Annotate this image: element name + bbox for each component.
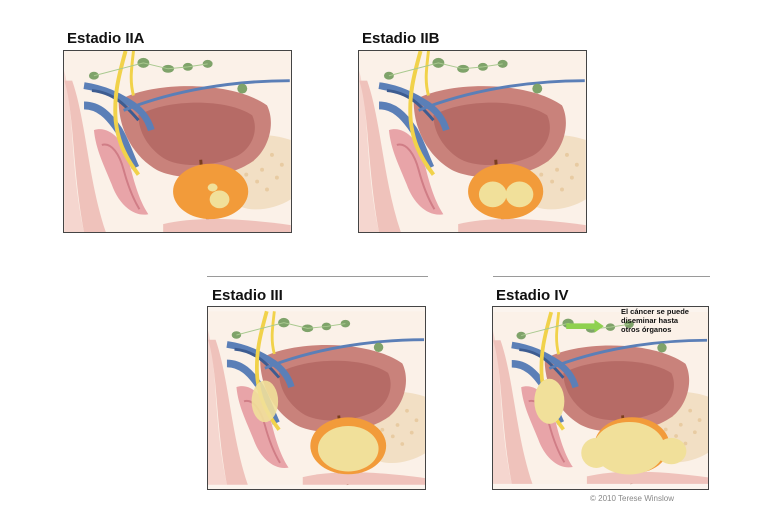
stage-iv-title: Estadio IV — [496, 287, 569, 304]
stage-iib-anatomy — [359, 51, 586, 232]
stage-iv-illustration — [492, 306, 709, 490]
stage-iia-illustration — [63, 50, 292, 233]
seminal-vesicle-tumor — [534, 378, 565, 424]
stage-iii-illustration — [207, 306, 426, 490]
tumor — [593, 421, 665, 475]
tumor-small — [207, 183, 218, 192]
divider-stage-iii — [207, 276, 428, 277]
stage-iii-anatomy — [208, 307, 425, 489]
callout-line-1: El cáncer se puede — [621, 307, 689, 316]
spread-arrow-icon — [566, 319, 604, 333]
tumor — [317, 425, 379, 472]
prostate — [173, 163, 249, 220]
divider-stage-iv — [493, 276, 710, 277]
bladder-neck-tumor — [656, 437, 687, 465]
callout-line-3: otros órganos — [621, 325, 672, 334]
copyright: © 2010 Terese Winslow — [590, 494, 675, 503]
callout-line-2: diseminar hasta — [621, 316, 679, 325]
tumor-left — [478, 181, 507, 208]
rectum-tumor — [581, 437, 612, 468]
spread-callout: El cáncer se puede diseminar hasta otros… — [621, 307, 689, 334]
stage-iia-anatomy — [64, 51, 291, 232]
stage-iib-illustration — [358, 50, 587, 233]
stage-iia-title: Estadio IIA — [67, 30, 145, 47]
stage-iv-anatomy — [493, 307, 708, 489]
tumor — [209, 190, 230, 209]
seminal-vesicle-tumor — [251, 380, 279, 423]
stage-iii-title: Estadio III — [212, 287, 283, 304]
tumor-right — [505, 181, 534, 208]
stage-iib-title: Estadio IIB — [362, 30, 440, 47]
